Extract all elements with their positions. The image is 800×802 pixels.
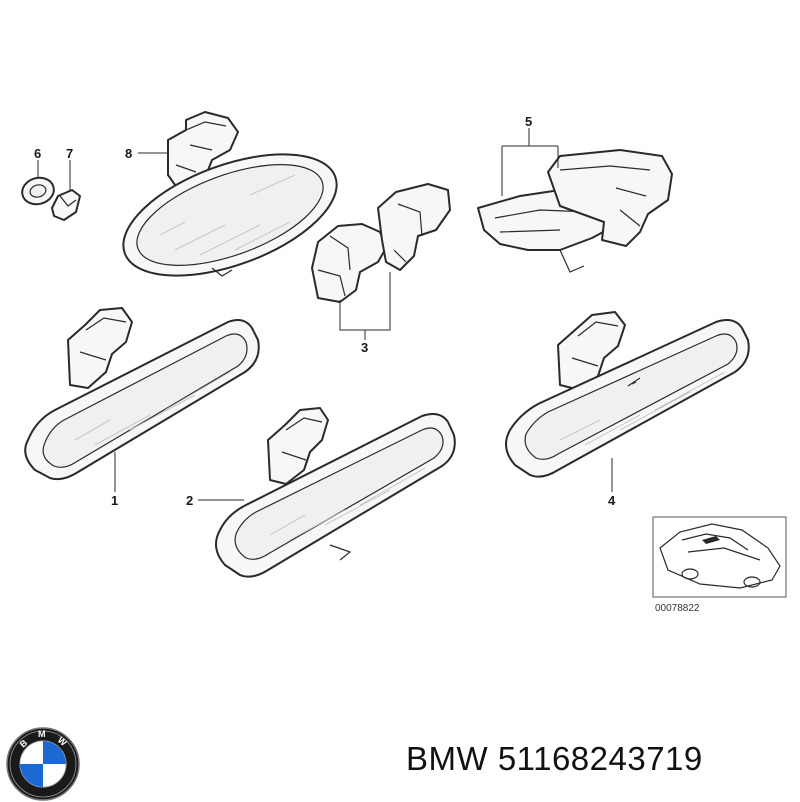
ring-part-6 — [21, 176, 55, 206]
callout-3: 3 — [361, 340, 368, 355]
mirror-2 — [215, 407, 456, 578]
mirror-4 — [505, 311, 750, 478]
part-caption: BMW 51168243719 — [406, 740, 796, 786]
callout-2: 2 — [186, 493, 193, 508]
callout-7: 7 — [66, 146, 73, 161]
clip-part-7 — [51, 189, 81, 221]
callout-labels: 6 7 8 5 3 1 2 4 00078822 — [34, 114, 700, 614]
svg-text:M: M — [38, 729, 46, 739]
callout-4: 4 — [608, 493, 616, 508]
vehicle-location-inset — [652, 516, 787, 598]
mirror-1 — [24, 307, 260, 481]
svg-text:B: B — [18, 737, 30, 749]
callout-5: 5 — [525, 114, 532, 129]
mirror-8 — [122, 111, 338, 277]
brand-name: BMW — [406, 740, 489, 777]
part-number: 51168243719 — [497, 740, 703, 777]
callout-6: 6 — [34, 146, 41, 161]
reference-code: 00078822 — [655, 603, 700, 614]
callout-8: 8 — [125, 146, 132, 161]
callout-1: 1 — [111, 493, 118, 508]
leader-lines — [37, 128, 613, 501]
bracket-3 — [311, 183, 451, 303]
cover-5 — [477, 149, 673, 273]
bmw-roundel-logo: B M W — [6, 727, 80, 801]
